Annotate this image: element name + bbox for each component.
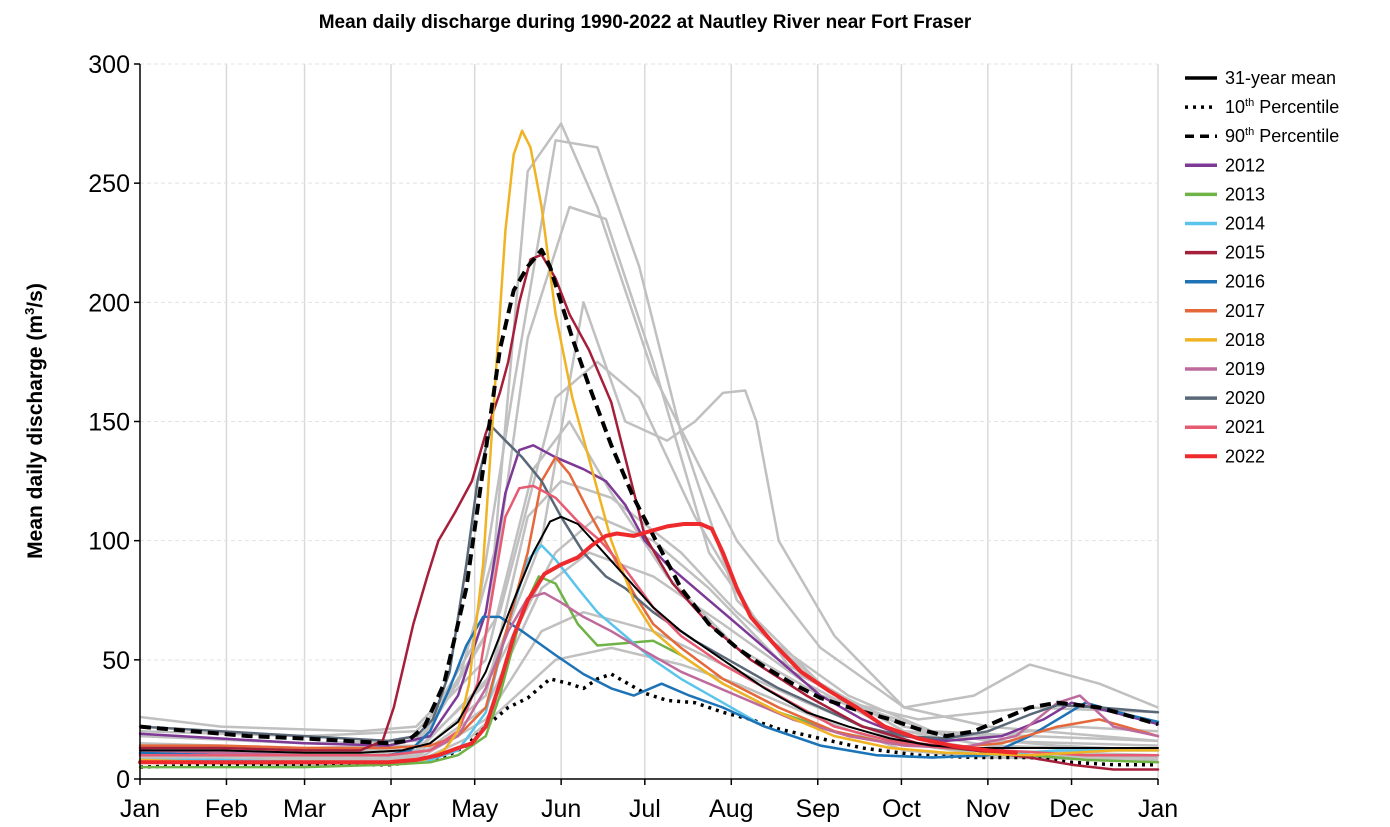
series-line-31-year-mean (139, 515, 1159, 754)
x-tick-label: Nov (966, 795, 1011, 823)
background-year-line (139, 479, 1159, 759)
series-line-2021 (138, 484, 1160, 757)
legend-label-main: 2014 (1225, 214, 1265, 234)
legend-label: 31-year mean (1225, 68, 1336, 88)
y-tick-label: 150 (88, 409, 130, 437)
legend-label-main: 2013 (1225, 184, 1265, 204)
legend-label-main: 2020 (1225, 388, 1265, 408)
legend-label-main: 31-year mean (1225, 68, 1336, 88)
background-year-line (139, 139, 1159, 745)
x-tick-label: Oct (882, 795, 921, 823)
legend-label: 2014 (1225, 214, 1265, 234)
legend-label: 2019 (1225, 359, 1265, 379)
legend-label: 2018 (1225, 330, 1265, 350)
legend-label-main: 2016 (1225, 272, 1265, 292)
series-line-2016 (138, 615, 1160, 759)
legend-label: 10th Percentile (1225, 97, 1339, 117)
legend-label: 2021 (1225, 417, 1265, 437)
x-tick-label: May (451, 795, 499, 823)
legend-label-suffix: Percentile (1254, 126, 1339, 146)
legend-label: 2012 (1225, 155, 1265, 175)
y-tick-label: 250 (88, 170, 130, 198)
legend-label-main: 2018 (1225, 330, 1265, 350)
legend-label: 90th Percentile (1225, 126, 1339, 146)
chart-title: Mean daily discharge during 1990-2022 at… (319, 12, 972, 33)
series-line-2015 (138, 253, 1160, 771)
legend-label-sup: th (1245, 126, 1254, 138)
series-line-2012 (138, 444, 1160, 747)
y-axis-label: Mean daily discharge (m3/s) (22, 283, 47, 559)
series-line-2018 (138, 129, 1160, 764)
x-tick-label: Aug (709, 795, 753, 823)
background-year-line (139, 515, 1159, 757)
background-year-line (139, 122, 1159, 733)
x-tick-label: Jun (541, 795, 581, 823)
y-tick-label: 300 (88, 51, 130, 79)
legend-label: 2013 (1225, 184, 1265, 204)
legend-label-main: 10 (1225, 97, 1245, 117)
series-line-10th-percentile (139, 672, 1158, 769)
y-tick-label: 200 (88, 289, 130, 317)
y-axis-label-main: Mean daily discharge (m (24, 315, 47, 559)
x-tick-label: Sep (795, 795, 839, 823)
series-line-2020 (138, 425, 1160, 743)
background-year-line (139, 205, 1159, 752)
x-tick-label: Apr (372, 795, 411, 823)
series-line-2022 (138, 522, 1018, 765)
legend-label-main: 2021 (1225, 417, 1265, 437)
x-tick-label: Jul (629, 795, 661, 823)
background-year-lines (139, 122, 1159, 766)
series-lines (138, 129, 1160, 771)
legend-label-main: 2022 (1225, 446, 1265, 466)
legend-label: 2016 (1225, 272, 1265, 292)
x-tick-label: Jan (1138, 795, 1178, 823)
x-tick-label: Feb (205, 795, 248, 823)
series-line-90th-percentile (139, 247, 1159, 746)
legend-label-suffix: Percentile (1254, 97, 1339, 117)
x-tick-label: Jan (120, 795, 160, 823)
x-tick-label: Dec (1049, 795, 1093, 823)
legend-label-main: 90 (1225, 126, 1245, 146)
legend-label: 2017 (1225, 301, 1265, 321)
legend-label-main: 2019 (1225, 359, 1265, 379)
legend-label-main: 2015 (1225, 243, 1265, 263)
legend-label: 2022 (1225, 446, 1265, 466)
legend-label-main: 2017 (1225, 301, 1265, 321)
y-axis-label-end: /s) (24, 283, 47, 308)
legend-label: 2020 (1225, 388, 1265, 408)
y-tick-label: 100 (88, 528, 130, 556)
y-axis-label-sup: 3 (22, 308, 37, 315)
legend-label-main: 2012 (1225, 155, 1265, 175)
y-tick-label: 50 (102, 647, 130, 675)
gridlines (140, 63, 1159, 779)
legend-label: 2015 (1225, 243, 1265, 263)
x-tick-label: Mar (283, 795, 326, 823)
y-tick-label: 0 (116, 766, 130, 794)
legend-label-sup: th (1245, 97, 1254, 109)
